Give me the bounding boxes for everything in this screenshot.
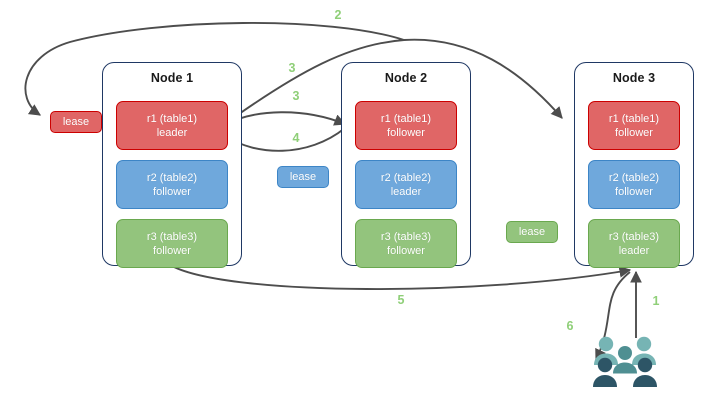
replica-node2-r2[interactable]: r2 (table2) leader bbox=[355, 160, 457, 209]
replica-role: leader bbox=[156, 126, 188, 139]
lease-label: lease bbox=[289, 171, 317, 183]
replica-node2-r1[interactable]: r1 (table1) follower bbox=[355, 101, 457, 150]
replica-name: r1 (table1) bbox=[146, 112, 198, 125]
step-label-3b: 3 bbox=[292, 89, 300, 103]
replica-name: r3 (table3) bbox=[608, 230, 660, 243]
users-icon bbox=[593, 336, 657, 387]
step-label-2: 2 bbox=[334, 8, 342, 22]
replica-role: follower bbox=[153, 185, 191, 198]
replica-name: r3 (table3) bbox=[146, 230, 198, 243]
replica-node2-r3[interactable]: r3 (table3) follower bbox=[355, 219, 457, 268]
replica-node3-r1[interactable]: r1 (table1) follower bbox=[588, 101, 680, 150]
replica-role: follower bbox=[615, 185, 653, 198]
replica-role: follower bbox=[153, 244, 191, 257]
node-title: Node 3 bbox=[612, 71, 656, 85]
replica-node1-r2[interactable]: r2 (table2) follower bbox=[116, 160, 228, 209]
replica-name: r1 (table1) bbox=[380, 112, 432, 125]
node-title: Node 1 bbox=[150, 71, 194, 85]
replica-role: follower bbox=[615, 126, 653, 139]
replica-name: r3 (table3) bbox=[380, 230, 432, 243]
node-card-node1[interactable]: Node 1 r1 (table1) leader r2 (table2) fo… bbox=[102, 62, 242, 268]
lease-chip-table3[interactable]: lease bbox=[506, 221, 558, 243]
lease-chip-table2[interactable]: lease bbox=[277, 166, 329, 188]
replica-name: r2 (table2) bbox=[608, 171, 660, 184]
replica-name: r2 (table2) bbox=[146, 171, 198, 184]
lease-chip-table1[interactable]: lease bbox=[50, 111, 102, 133]
replica-name: r2 (table2) bbox=[380, 171, 432, 184]
step-label-6: 6 bbox=[566, 319, 574, 333]
replica-node3-r3[interactable]: r3 (table3) leader bbox=[588, 219, 680, 268]
step-label-1: 1 bbox=[652, 294, 660, 308]
replica-node1-r1[interactable]: r1 (table1) leader bbox=[116, 101, 228, 150]
replica-name: r1 (table1) bbox=[608, 112, 660, 125]
replica-role: leader bbox=[390, 185, 422, 198]
replica-node1-r3[interactable]: r3 (table3) follower bbox=[116, 219, 228, 268]
replica-node3-r2[interactable]: r2 (table2) follower bbox=[588, 160, 680, 209]
step-label-5: 5 bbox=[397, 293, 405, 307]
node-card-node3[interactable]: Node 3 r1 (table1) follower r2 (table2) … bbox=[574, 62, 694, 268]
replica-role: follower bbox=[387, 126, 425, 139]
replica-role: follower bbox=[387, 244, 425, 257]
node-card-node2[interactable]: Node 2 r1 (table1) follower r2 (table2) … bbox=[341, 62, 471, 268]
step-label-4: 4 bbox=[292, 131, 300, 145]
step-label-3a: 3 bbox=[288, 61, 296, 75]
arrow-step-5 bbox=[171, 265, 632, 290]
lease-label: lease bbox=[518, 226, 546, 238]
replica-role: leader bbox=[618, 244, 650, 257]
node-title: Node 2 bbox=[384, 71, 428, 85]
lease-label: lease bbox=[62, 116, 90, 128]
